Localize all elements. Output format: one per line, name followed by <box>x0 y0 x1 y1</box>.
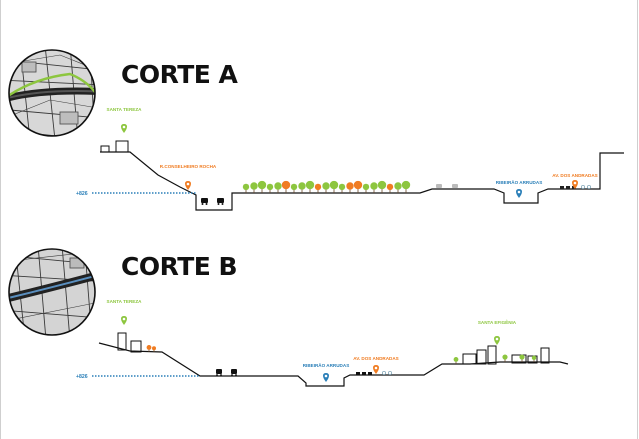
map-pin-icon <box>373 365 379 374</box>
marker-label: RIBEIRÃO ARRUDAS <box>303 362 350 368</box>
locator-map-a <box>8 49 96 137</box>
marker-ribeirao-arrudas-b: RIBEIRÃO ARRUDAS <box>303 362 350 382</box>
section-a-title: CORTE A <box>121 60 239 89</box>
map-pin-icon <box>494 336 500 345</box>
map-pin-icon <box>572 180 578 189</box>
tree-icon <box>531 355 537 361</box>
terrain-profile-b <box>98 342 569 387</box>
tree-icon <box>290 183 298 191</box>
tree-icon <box>281 180 291 190</box>
tree-icon <box>338 183 346 191</box>
left-frame-line <box>0 0 1 439</box>
tree-icon <box>386 183 394 191</box>
marker-av-dos-andradas-b: AV. DOS ANDRADAS <box>353 356 399 374</box>
buildings-b-left <box>117 332 142 353</box>
tree-icon <box>394 182 402 190</box>
map-pin-icon <box>516 189 522 198</box>
tree-icon <box>346 182 354 190</box>
section-b-title: CORTE B <box>121 252 237 281</box>
map-pin-icon <box>121 124 127 133</box>
tree-icon <box>250 182 258 190</box>
marker-label: SANTA TEREZA <box>107 299 143 304</box>
terrain-profile-a <box>100 151 624 211</box>
tree-row-b <box>146 345 537 364</box>
tree-icon <box>377 180 387 190</box>
map-pin-icon <box>121 316 127 325</box>
tree-icon <box>146 345 152 350</box>
tree-icon <box>362 183 370 191</box>
marker-label: RIBEIRÃO ARRUDAS <box>496 179 543 185</box>
locator-map-b <box>8 248 96 336</box>
marker-conselheiro-rocha-a: R.CONSELHEIRO ROCHA <box>160 164 217 190</box>
marker-santa-efigenia-b: SANTA EFIGÊNIA <box>478 318 517 345</box>
marker-label: AV. DOS ANDRADAS <box>552 173 598 178</box>
section-a: CORTE A +826 SANTA TEREZA R. <box>8 49 624 211</box>
tree-icon <box>314 183 322 191</box>
tree-icon <box>257 180 267 190</box>
tree-row-a <box>242 180 411 193</box>
tree-icon <box>401 180 411 190</box>
marker-label: SANTA TEREZA <box>107 107 143 112</box>
map-pin-icon <box>323 373 329 382</box>
marker-label: AV. DOS ANDRADAS <box>353 356 399 361</box>
map-pin-icon <box>185 181 191 190</box>
buildings-b-right <box>462 345 550 365</box>
level-label-b: +826 <box>76 374 88 380</box>
tree-icon <box>370 182 378 190</box>
tree-icon <box>298 182 306 190</box>
marker-ribeirao-arrudas-a: RIBEIRÃO ARRUDAS <box>496 179 543 198</box>
marker-label: SANTA EFIGÊNIA <box>478 318 517 325</box>
tree-icon <box>519 354 525 360</box>
tunnel-vehicles-a <box>201 198 224 205</box>
marker-label: R.CONSELHEIRO ROCHA <box>160 164 217 169</box>
right-frame-line <box>637 0 638 439</box>
road-cars-b <box>216 369 372 376</box>
section-b: CORTE B +826 SANTA TEREZA <box>8 248 569 387</box>
tree-icon <box>329 180 339 190</box>
level-label-a: +826 <box>76 191 88 197</box>
tree-icon <box>353 180 363 190</box>
tree-icon <box>502 354 508 360</box>
tree-icon <box>322 182 330 190</box>
marker-santa-tereza-b: SANTA TEREZA <box>107 299 143 325</box>
road-cars-a <box>436 184 458 188</box>
marker-santa-tereza-a: SANTA TEREZA <box>107 107 143 133</box>
tree-icon <box>453 357 459 362</box>
tree-icon <box>305 180 315 190</box>
marker-av-dos-andradas-a: AV. DOS ANDRADAS <box>552 173 598 189</box>
tree-icon <box>266 183 274 191</box>
tree-icon <box>242 183 250 191</box>
tree-icon <box>152 346 156 351</box>
tree-icon <box>274 182 282 190</box>
